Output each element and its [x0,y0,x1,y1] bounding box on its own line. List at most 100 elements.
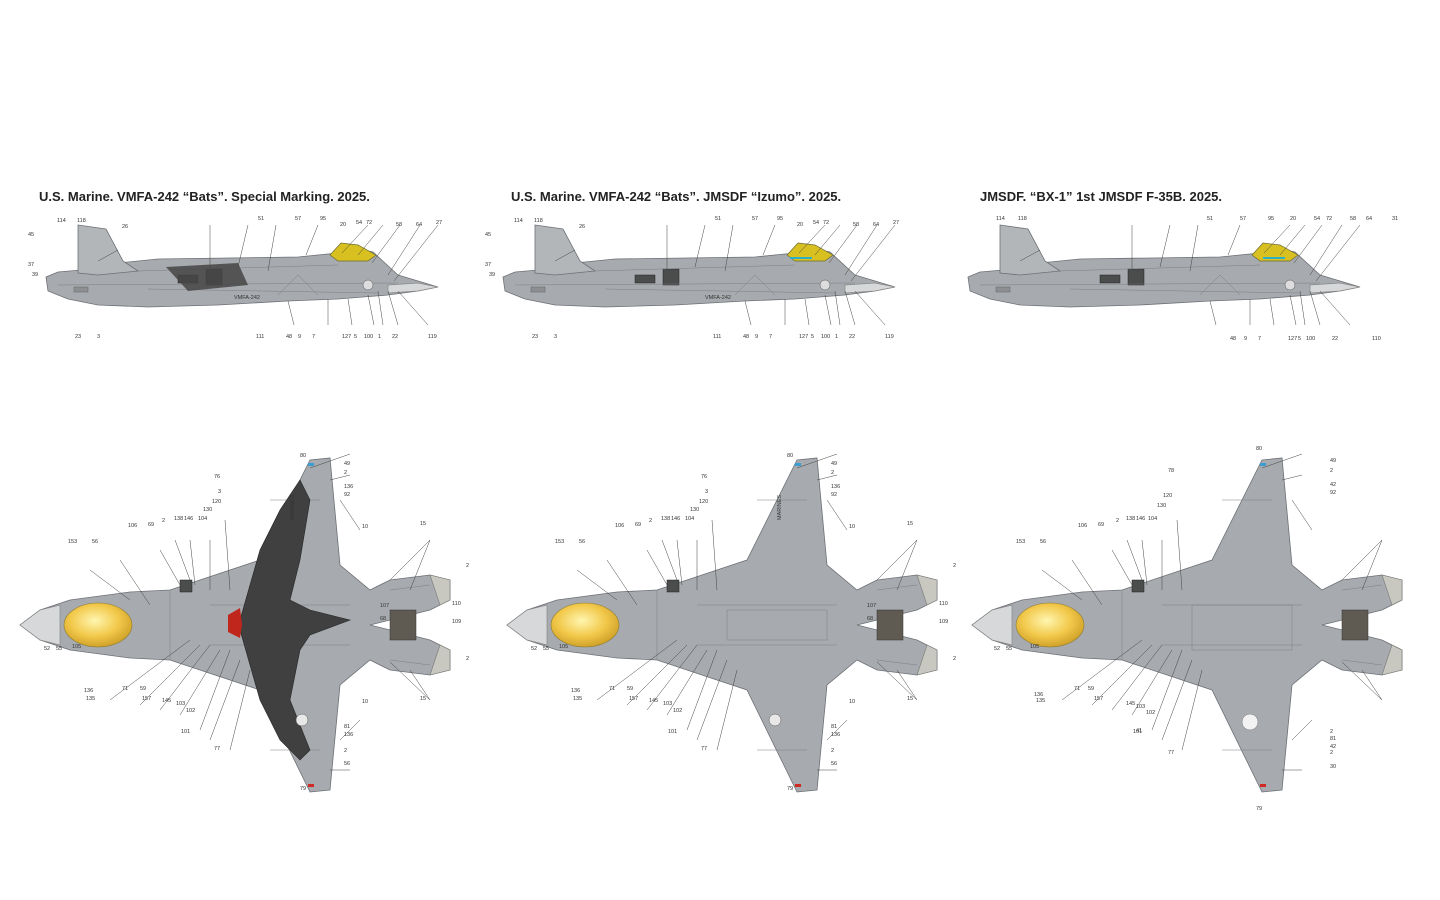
plan-label-1-left-14: 135 [86,696,95,702]
side-label-2-top-6: 51 [715,216,721,222]
plan-label-3-left-8: 120 [1163,493,1172,499]
plan-label-1-left-11: 55 [56,646,62,652]
plan-label-2-left-15: 71 [609,686,615,692]
plan-label-3-right-6: 41 [1136,728,1142,734]
side-label-2-bottom-5: 7 [769,334,772,340]
plan-label-2-right-1: 76 [701,474,707,480]
side-label-1-top-2: 26 [122,224,128,230]
plan-label-1-left-10: 52 [44,646,50,652]
side-label-3-bottom-6: 22 [1332,336,1338,342]
plan-label-1-left-3: 69 [148,522,154,528]
side-label-2-top-10: 54 [813,220,819,226]
side-label-1-top-7: 57 [295,216,301,222]
plan-label-3-left-6: 146 [1136,516,1145,522]
plan-label-2-right-14: 2 [953,656,956,662]
side-label-1-top-10: 54 [356,220,362,226]
plan-label-2-left-18: 145 [649,698,658,704]
plan-label-3-left-15: 71 [1074,686,1080,692]
plan-label-2-right-19: 2 [831,748,834,754]
plan-label-2-right-12: 110 [939,601,948,607]
plan-label-2-right-11: 68 [867,616,873,622]
side-code-2: VMFA-242 [705,295,731,301]
side-label-1-bottom-6: 127 [342,334,351,340]
side-label-2-top-14: 27 [893,220,899,226]
plan-label-3-left-0: 106 [1078,523,1087,529]
plan-label-3-right-7: 2 [1330,729,1333,735]
plan-label-3-left-4: 2 [1116,518,1119,524]
plan-label-3-right-4: 42 [1330,482,1336,488]
plan-label-1-right-1: 76 [214,474,220,480]
plan-label-3-left-20: 102 [1146,710,1155,716]
plan-label-3-left-7: 104 [1148,516,1157,522]
side-label-2-top-13: 64 [873,222,879,228]
side-label-1-bottom-2: 111 [256,334,264,340]
plan-label-1-right-15: 15 [420,696,426,702]
plan-label-3-left-11: 55 [1006,646,1012,652]
plan-label-1-right-20: 56 [344,761,350,767]
plan-label-1-left-17: 157 [142,696,151,702]
plan-label-1-left-6: 146 [184,516,193,522]
plan-label-3-left-9: 130 [1157,503,1166,509]
side-label-2-bottom-7: 5 [811,334,814,340]
side-label-3-bottom-5: 100 [1306,336,1315,342]
plan-label-1-left-2: 56 [92,539,98,545]
side-label-1-bottom-0: 23 [75,334,81,340]
plan-label-1-right-9: 2 [466,563,469,569]
side-label-1-bottom-5: 7 [312,334,315,340]
plan-label-1-left-18: 145 [162,698,171,704]
side-label-2-top-11: 72 [823,220,829,226]
side-label-3-top-9: 64 [1366,216,1372,222]
side-label-3-top-3: 57 [1240,216,1246,222]
side-label-3-top-6: 54 [1314,216,1320,222]
side-label-1-bottom-4: 9 [298,334,301,340]
side-label-1-top-0: 114 [57,218,66,224]
profile-title-1: U.S. Marine. VMFA-242 “Bats”. Special Ma… [39,189,370,204]
plan-label-2-left-16: 59 [627,686,633,692]
plan-label-3-right-13: 79 [1256,806,1262,812]
side-label-3-top-7: 72 [1326,216,1332,222]
plan-label-1-left-15: 71 [122,686,128,692]
side-label-1-bottom-11: 119 [428,334,437,340]
side-label-2-bottom-10: 22 [849,334,855,340]
plan-label-1-right-5: 136 [344,484,353,490]
side-label-2-bottom-2: 111 [713,334,721,340]
side-label-3-bottom-3: 127 [1288,336,1297,342]
plan-label-2-left-10: 52 [531,646,537,652]
plan-label-3-right-3: 2 [1330,468,1333,474]
plan-label-2-right-22: 79 [787,786,793,792]
profile-title-3: JMSDF. “BX-1” 1st JMSDF F-35B. 2025. [980,189,1223,204]
plan-label-1-right-17: 81 [344,724,350,730]
side-label-3-top-0: 114 [996,216,1005,222]
plan-label-1-right-10: 107 [380,603,389,609]
plan-label-3-left-5: 138 [1126,516,1135,522]
plan-label-1-right-6: 92 [344,492,350,498]
plan-view-1: MARINES [19,453,451,793]
plan-view-2: MARINES [506,453,938,793]
side-label-1-top-8: 95 [320,216,326,222]
plan-label-1-left-0: 106 [128,523,137,529]
side-code-1: VMFA-242 [234,295,260,301]
plan-label-2-right-6: 92 [831,492,837,498]
plan-label-2-left-6: 146 [671,516,680,522]
plan-label-1-right-19: 2 [344,748,347,754]
side-label-2-bottom-8: 100 [821,334,830,340]
side-label-3-bottom-7: 110 [1372,336,1381,342]
plan-label-1-right-0: 80 [300,453,306,459]
side-label-3-top-10: 31 [1392,216,1398,222]
plan-label-3-right-11: 30 [1330,764,1336,770]
plan-label-1-left-8: 120 [212,499,221,505]
plan-label-1-left-1: 153 [68,539,77,545]
side-label-2-top-3: 45 [485,232,491,238]
plan-label-1-left-21: 101 [181,729,190,735]
plan-label-3-left-1: 153 [1016,539,1025,545]
side-label-1-bottom-3: 48 [286,334,292,340]
plan-label-1-left-20: 102 [186,708,195,714]
plan-label-3-right-8: 81 [1330,736,1336,742]
plan-label-2-left-20: 102 [673,708,682,714]
plan-label-1-right-22: 79 [300,786,306,792]
plan-label-3-left-10: 52 [994,646,1000,652]
side-label-1-top-12: 58 [396,222,402,228]
plan-label-2-right-9: 2 [953,563,956,569]
plan-label-3-left-16: 59 [1088,686,1094,692]
side-label-3-bottom-0: 48 [1230,336,1236,342]
